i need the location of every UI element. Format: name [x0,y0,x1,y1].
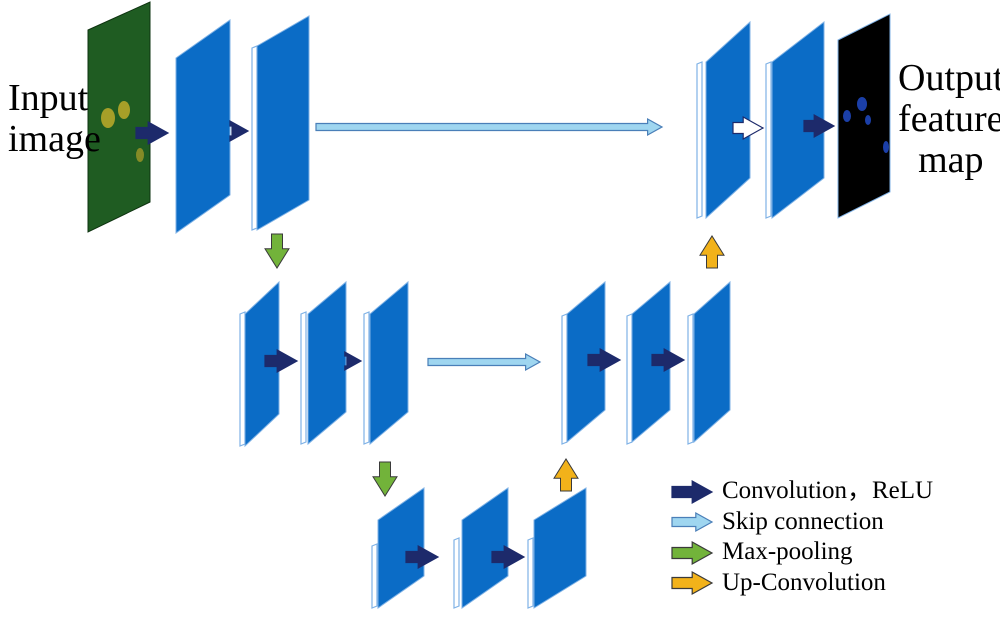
layer-2a-edge [239,311,246,447]
output-label-line1: Output [898,57,1000,99]
layer-dec2c [693,280,731,444]
conv-arrow [803,113,836,139]
layer-dec2c-edge [687,313,694,445]
skip-arrow [315,117,664,137]
layer-2b [307,280,347,446]
legend-up-label: Up-Convolution [722,569,886,596]
layer-dec2a [566,280,606,444]
output-label-line2: feature [898,98,1000,141]
layer-dec2b-edge [626,313,633,445]
conv-arrow [587,347,622,373]
output-feature-map-label: Output feature map [898,57,1000,182]
layer-dec1b [771,20,825,220]
output-blob [843,110,851,122]
input-image [87,1,151,233]
output-feature-map [837,13,891,219]
conv-arrow [344,350,363,372]
layer-2c [369,280,409,446]
up-convolution-arrow [553,458,579,492]
layer-dec1a [705,20,751,220]
layer-1b-edge [251,45,258,231]
skip-arrow [427,352,542,372]
legend-conv-arrow [671,479,714,505]
conv-arrow [405,544,440,570]
conv-arrow [651,347,686,373]
output-blob [857,97,867,111]
legend-up-arrow [671,570,714,596]
up-convolution-arrow [699,235,725,269]
legend-skip-label: Skip connection [722,508,884,535]
layer-3c-edge [527,537,534,609]
conv-arrow [229,119,250,143]
input-image-cell [101,108,115,128]
layer-2c-edge [363,311,370,445]
input-label-line2: image [8,118,101,161]
max-pooling-arrow [372,461,398,497]
layer-3c [533,487,587,609]
max-pooling-arrow [264,233,290,269]
legend-pool-label: Max-pooling [722,538,853,565]
layer-2b-edge [300,311,307,445]
layer-1b [256,15,310,231]
layer-dec2b [631,280,671,444]
input-image-cell [118,101,130,119]
legend-skip-arrow [671,511,714,533]
legend-conv-label: Convolution，ReLU [722,477,934,504]
input-image-cell [136,148,144,162]
layer-dec1b-edge [765,61,772,219]
layer-3b-edge [453,537,460,609]
layer-dec1a-edge [696,61,703,219]
layer-3a-edge [371,543,378,609]
input-label-line1: Input [8,77,89,119]
conv-arrow-outline [732,115,765,141]
conv-arrow [135,120,170,146]
layer-1a [175,19,231,234]
output-blob [865,115,871,125]
layer-dec2a-edge [561,313,568,445]
conv-arrow [491,544,526,570]
output-blob [883,141,889,153]
output-label-line3: map [918,139,984,182]
layer-2a [244,280,280,448]
conv-arrow [264,348,299,374]
layer-3b [461,487,509,609]
legend-pool-arrow [671,540,714,566]
layer-3a [377,487,425,609]
input-image-label: Input image [8,77,101,161]
